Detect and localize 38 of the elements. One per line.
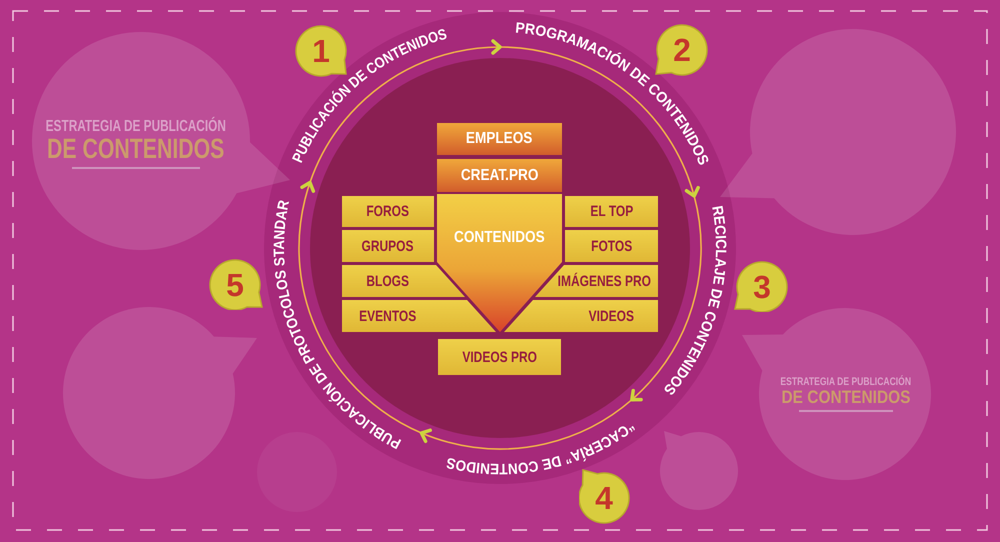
category-label: FOTOS [590,238,632,254]
step-bubble [579,468,630,524]
category-label: VIDEOS PRO [462,350,537,364]
category-label: IMÁGENES PRO [558,274,652,288]
category-label: EMPLEOS [466,131,533,147]
bubble-title: DE CONTENIDOS [781,388,910,406]
cycle-arrow [420,428,448,443]
category-label: EL TOP [590,204,633,219]
category-label: VIDEOS [588,308,634,324]
step-number: 3 [753,271,771,303]
step-bubble [733,261,788,312]
category-box [437,123,562,155]
step-bubble [654,24,708,76]
category-label: FOROS [366,204,410,219]
step-number: 2 [673,34,691,66]
cycle-arrow [630,382,650,402]
cycle-arrow [300,180,316,200]
category-box [565,196,658,227]
bubble-title: DE CONTENIDOS [47,135,225,163]
step-bubble [209,259,265,310]
category-box [342,196,434,227]
speech-bubble [62,305,260,481]
category-box [565,230,658,262]
arrow-label: CONTENIDOS [454,230,545,246]
bubble-subtitle: ESTRATEGIA DE PUBLICACIÓN [46,119,226,135]
cycle-arrow [454,39,502,55]
category-label: GRUPOS [362,238,414,254]
category-box [438,339,561,375]
step-number: 4 [595,482,613,514]
step-number: 1 [312,35,330,67]
category-box [437,159,562,192]
category-label: CREAT.PRO [460,168,538,184]
category-box [504,300,658,332]
category-box [342,230,434,262]
cycle-arrow [684,176,700,198]
step-number: 5 [226,269,244,301]
bubble-subtitle: ESTRATEGIA DE PUBLICACIÓN [780,377,912,388]
speech-bubble [740,306,933,482]
